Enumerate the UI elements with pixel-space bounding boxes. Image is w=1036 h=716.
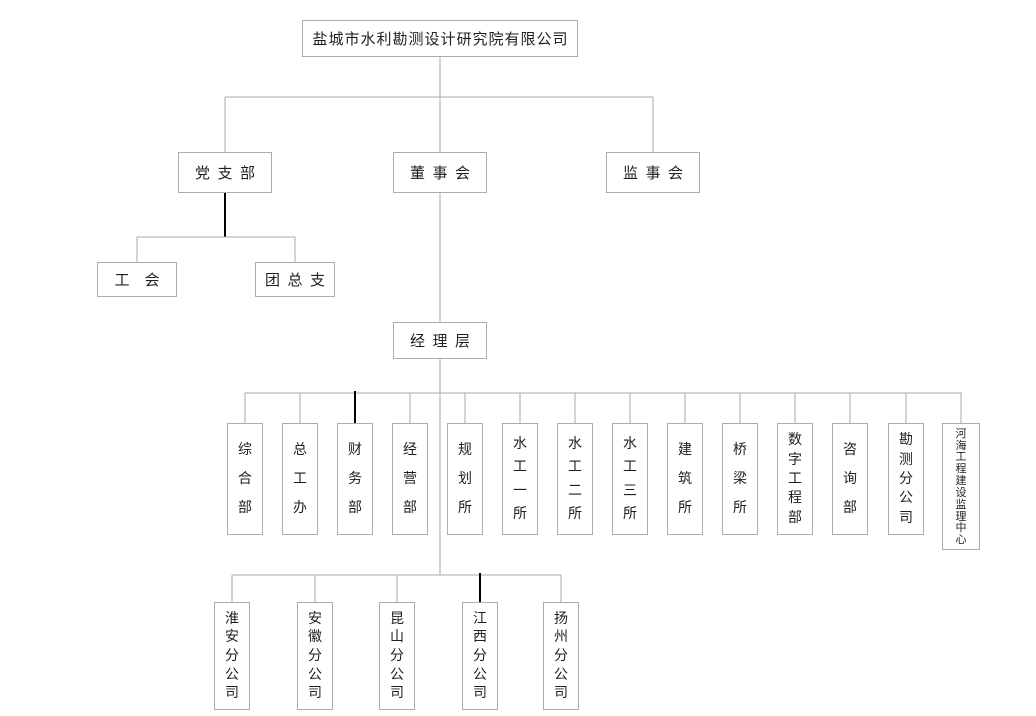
org-node-hydraulic-institute-3: 水工三所: [612, 423, 648, 535]
org-node-yangzhou-branch: 扬州分公司: [543, 602, 579, 710]
org-node-company-root: 盐城市水利勘测设计研究院有限公司: [302, 20, 578, 57]
org-node-hydraulic-institute-2: 水工二所: [557, 423, 593, 535]
org-node-survey-branch: 勘测分公司: [888, 423, 924, 535]
org-node-supervisory-board: 监事会: [606, 152, 700, 193]
org-node-management-layer: 经理层: [393, 322, 487, 359]
org-node-hydraulic-institute-1: 水工一所: [502, 423, 538, 535]
org-node-party-branch: 党支部: [178, 152, 272, 193]
org-node-labor-union: 工会: [97, 262, 177, 297]
org-node-anhui-branch: 安徽分公司: [297, 602, 333, 710]
org-node-jiangxi-branch: 江西分公司: [462, 602, 498, 710]
org-node-finance-dept: 财务部: [337, 423, 373, 535]
org-node-bridge-institute: 桥梁所: [722, 423, 758, 535]
org-node-consulting-dept: 咨询部: [832, 423, 868, 535]
org-node-architecture-institute: 建筑所: [667, 423, 703, 535]
org-node-board-of-directors: 董事会: [393, 152, 487, 193]
org-node-youth-league: 团总支: [255, 262, 335, 297]
org-node-huaian-branch: 淮安分公司: [214, 602, 250, 710]
org-node-kunshan-branch: 昆山分公司: [379, 602, 415, 710]
org-node-general-dept: 综合部: [227, 423, 263, 535]
org-node-operations-dept: 经营部: [392, 423, 428, 535]
org-node-planning-institute: 规划所: [447, 423, 483, 535]
org-node-hehai-supervision-center: 河海工程建设监理中心: [942, 423, 980, 550]
org-node-chief-engineer-office: 总工办: [282, 423, 318, 535]
org-node-digital-engineering-dept: 数字工程部: [777, 423, 813, 535]
